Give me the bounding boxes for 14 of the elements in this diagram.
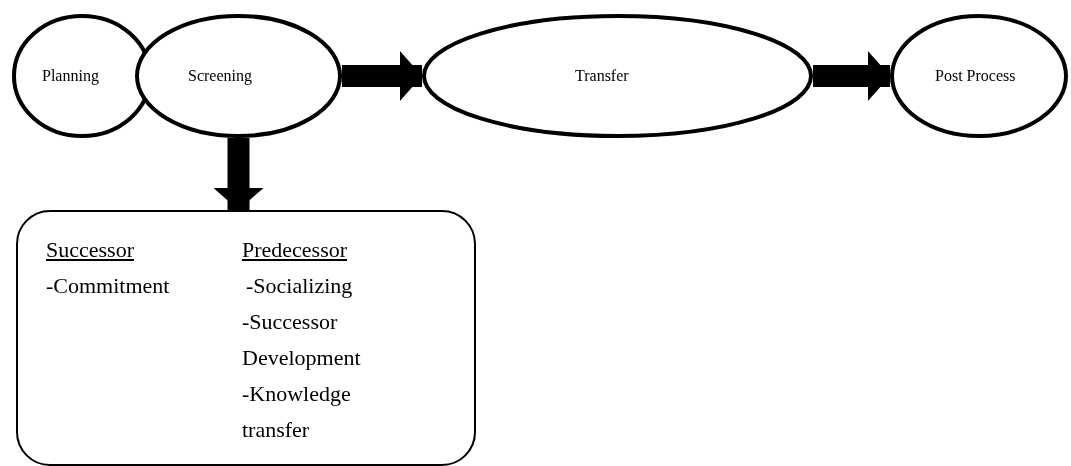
list-item: -Successor Development xyxy=(242,308,362,372)
block-arrow xyxy=(213,138,264,210)
list-item: -Commitment xyxy=(46,272,171,300)
list-item: -Socializing xyxy=(246,272,354,300)
node-label: Screening xyxy=(188,67,252,85)
rounded-box xyxy=(16,210,476,466)
node-label: Transfer xyxy=(575,67,629,85)
column-heading: Predecessor xyxy=(242,236,349,264)
node-label: Planning xyxy=(42,67,99,85)
block-arrow xyxy=(342,51,422,101)
block-arrow xyxy=(813,51,890,101)
column-heading: Successor xyxy=(46,236,135,264)
list-item: -Knowledge transfer xyxy=(242,380,352,444)
node-label: Post Process xyxy=(935,67,1016,85)
